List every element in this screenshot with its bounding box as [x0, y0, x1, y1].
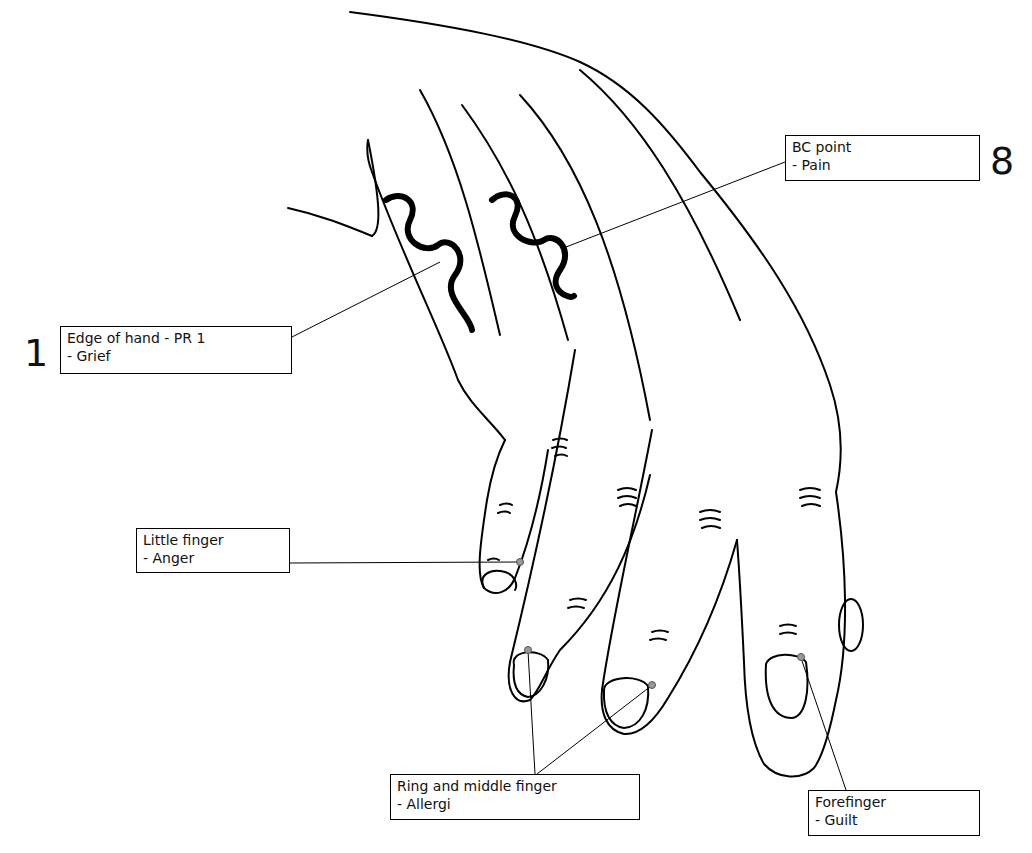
- wave-mark: [386, 196, 472, 330]
- leader-line: [537, 686, 651, 774]
- callout-title: BC point: [792, 139, 973, 157]
- callout-meaning: - Guilt: [815, 812, 973, 830]
- point-dot: [798, 654, 805, 661]
- callout-meaning: - Allergi: [397, 796, 633, 814]
- callout-number: 1: [24, 334, 48, 372]
- callout-title: Ring and middle finger: [397, 778, 633, 796]
- leader-line: [528, 651, 535, 774]
- callout-box: Forefinger- Guilt: [808, 790, 980, 836]
- point-dot: [517, 559, 524, 566]
- callout-box: Ring and middle finger- Allergi: [390, 774, 640, 820]
- leader-line: [566, 162, 785, 247]
- point-dot: [649, 682, 656, 689]
- wave-mark: [492, 194, 574, 297]
- callout-meaning: - Anger: [143, 550, 283, 568]
- callout-title: Forefinger: [815, 794, 973, 812]
- leader-line: [801, 658, 846, 790]
- callout-box: BC point- Pain: [785, 135, 980, 181]
- callout-title: Edge of hand - PR 1: [67, 330, 285, 348]
- callout-meaning: - Grief: [67, 348, 285, 366]
- callout-box: Edge of hand - PR 1- Grief: [60, 326, 292, 374]
- point-dot: [525, 647, 532, 654]
- leader-line: [290, 562, 518, 563]
- callout-meaning: - Pain: [792, 157, 973, 175]
- leader-line: [290, 262, 440, 338]
- callout-box: Little finger- Anger: [136, 528, 290, 573]
- callout-number: 8: [990, 142, 1014, 180]
- callout-title: Little finger: [143, 532, 283, 550]
